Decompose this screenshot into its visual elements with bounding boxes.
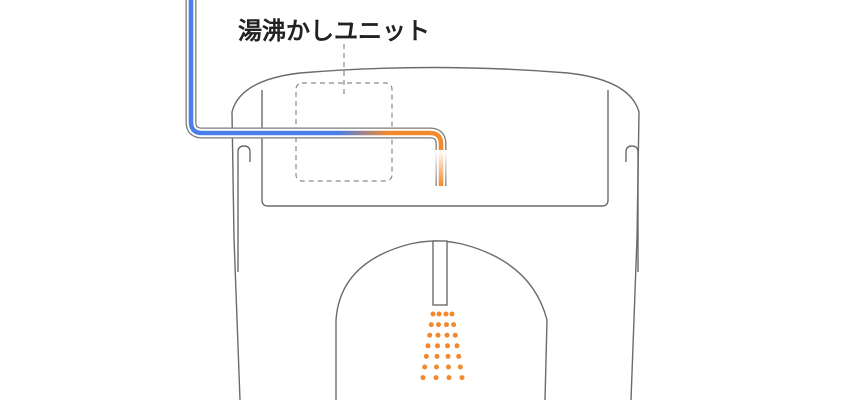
seat-outer — [231, 66, 640, 400]
spray-dot — [454, 343, 460, 349]
right-hinge — [625, 145, 639, 272]
spray-dot — [436, 311, 442, 317]
left-hinge — [237, 145, 251, 272]
rear-cover — [261, 90, 609, 207]
spray-dot — [427, 332, 433, 338]
water-spray — [420, 311, 465, 381]
spray-dot — [434, 364, 439, 370]
spray-dot — [459, 375, 465, 381]
spray-dot — [452, 332, 458, 338]
heater-unit-label: 湯沸かしユニット — [238, 17, 430, 45]
spray-dot — [435, 343, 440, 349]
pipe-water-flow — [188, 0, 444, 186]
spray-dot — [443, 311, 449, 317]
spray-dot — [433, 375, 439, 381]
spray-dot — [449, 311, 455, 317]
spray-dot — [444, 322, 449, 328]
spray-dot — [445, 343, 450, 349]
spray-dot — [451, 322, 457, 328]
spray-dot — [446, 375, 452, 381]
water-pipe — [185, 0, 449, 190]
spray-dot — [430, 311, 436, 317]
spray-dot — [436, 322, 441, 328]
spray-dot — [425, 343, 431, 349]
spray-dot — [444, 332, 450, 338]
toilet-seat-outline — [231, 66, 640, 400]
pipe-tip-fade — [433, 150, 449, 190]
spray-dot — [435, 332, 441, 338]
spray-dot — [457, 364, 463, 370]
spray-dot — [434, 353, 440, 359]
spray-dot — [428, 322, 434, 328]
spray-dot — [422, 364, 428, 370]
spray-dot — [423, 353, 429, 359]
spray-dot — [446, 364, 451, 370]
nozzle — [432, 240, 448, 306]
spray-dot — [420, 375, 426, 381]
spray-dot — [445, 353, 451, 359]
spray-dot — [456, 353, 462, 359]
